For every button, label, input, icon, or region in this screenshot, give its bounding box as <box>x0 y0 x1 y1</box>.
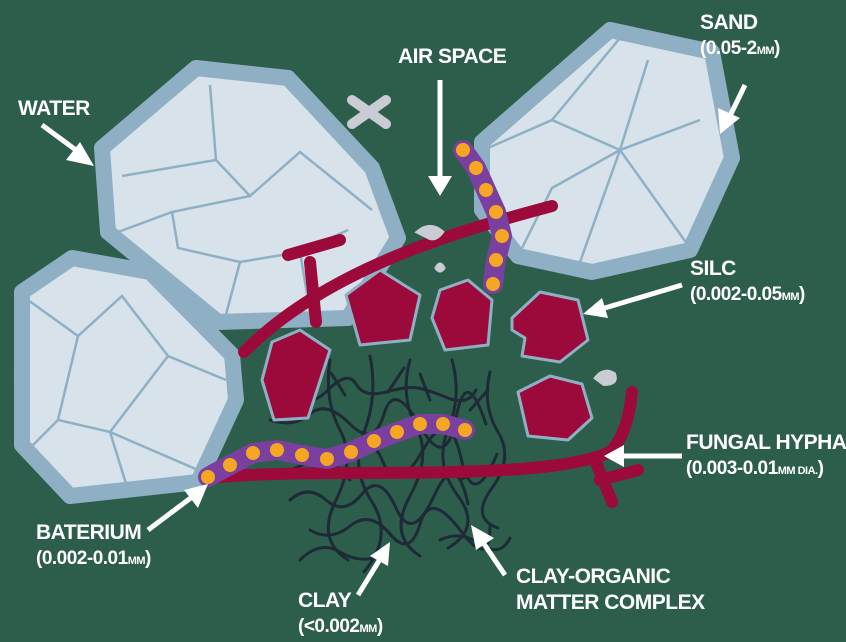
label-silt-name: SILC <box>690 257 736 280</box>
label-sand-unit: MM <box>757 45 774 57</box>
label-fungal-hyphae: FUNGAL HYPHAE (0.003-0.01MM DIA.) <box>686 430 846 484</box>
bacterium-cell <box>223 458 237 472</box>
label-clay-organic-matter-complex: CLAY-ORGANIC MATTER COMPLEX <box>516 564 705 616</box>
label-fungal-hyphae-size: (0.003-0.01MM DIA.) <box>686 456 846 484</box>
label-clay-organic-name2: MATTER COMPLEX <box>516 590 705 616</box>
label-sand-size: (0.05-2MM) <box>700 36 780 64</box>
label-silt: SILC (0.002-0.05MM) <box>690 256 805 310</box>
bacterium-cell <box>367 434 381 448</box>
label-fungal-hyphae-close: ) <box>818 458 824 479</box>
label-clay: CLAY (<0.002MM) <box>298 588 383 642</box>
silt-particle <box>262 330 330 420</box>
arrow-water <box>42 125 94 166</box>
bacterium-cell <box>390 425 404 439</box>
label-clay-size-value: (<0.002 <box>298 616 359 637</box>
label-silt-size: (0.002-0.05MM) <box>690 282 805 310</box>
label-clay-name: CLAY <box>298 589 351 612</box>
air-space <box>596 372 615 384</box>
sand-grain-right <box>482 30 732 272</box>
bacterium-cell <box>295 448 309 462</box>
label-sand-name: SAND <box>700 11 758 34</box>
label-clay-unit: MM <box>359 623 376 635</box>
label-clay-size: (<0.002MM) <box>298 614 383 642</box>
air-space <box>436 264 444 271</box>
label-bacterium-size-value: (0.002-0.01 <box>36 548 128 569</box>
label-bacterium-size: (0.002-0.01MM) <box>36 546 151 574</box>
bacterium-cell <box>413 417 427 431</box>
label-fungal-hyphae-unit: MM DIA. <box>778 465 818 477</box>
bacterium-cell <box>320 452 334 466</box>
bacterium-cell <box>344 445 358 459</box>
label-clay-close: ) <box>377 616 383 637</box>
bacterium-cell <box>436 417 450 431</box>
bacterium-cell <box>489 253 503 267</box>
label-silt-size-value: (0.002-0.05 <box>690 284 782 305</box>
bacterium-cell <box>469 161 483 175</box>
bacterium-cell <box>270 443 284 457</box>
bacterium-cell <box>458 423 472 437</box>
label-sand: SAND (0.05-2MM) <box>700 10 780 64</box>
label-silt-close: ) <box>799 284 805 305</box>
bacterium-cell <box>486 277 500 291</box>
bacterium-cell <box>201 470 215 484</box>
air-space <box>418 227 442 238</box>
air-space <box>352 100 386 124</box>
bacterium-cell <box>246 446 260 460</box>
arrow-silt <box>583 285 682 318</box>
label-water-name: WATER <box>18 97 90 120</box>
label-bacterium-unit: MM <box>128 555 145 567</box>
silt-particle <box>518 376 592 440</box>
label-sand-close: ) <box>774 38 780 59</box>
hypha-lower-branch <box>594 458 638 502</box>
arrow-air-space <box>428 80 452 196</box>
silt-particle <box>512 292 588 362</box>
bacterium-cell <box>479 183 493 197</box>
label-air-space-name: AIR SPACE <box>398 45 506 68</box>
label-air-space: AIR SPACE <box>398 44 506 70</box>
label-silt-unit: MM <box>782 291 799 303</box>
label-water: WATER <box>18 96 90 122</box>
sand-grain-right-body <box>482 30 732 272</box>
label-sand-size-value: (0.05-2 <box>700 38 757 59</box>
label-fungal-hyphae-name: FUNGAL HYPHAE <box>686 431 846 454</box>
bacterium-cell <box>456 143 470 157</box>
bacterium-cell <box>495 229 509 243</box>
silt-particle <box>432 280 492 350</box>
label-bacterium-name: BATERIUM <box>36 521 141 544</box>
bacterium-cell <box>489 205 503 219</box>
label-bacterium-close: ) <box>145 548 151 569</box>
label-bacterium: BATERIUM (0.002-0.01MM) <box>36 520 151 574</box>
label-fungal-hyphae-size-value: (0.003-0.01 <box>686 458 778 479</box>
label-clay-organic-name: CLAY-ORGANIC <box>516 565 670 588</box>
